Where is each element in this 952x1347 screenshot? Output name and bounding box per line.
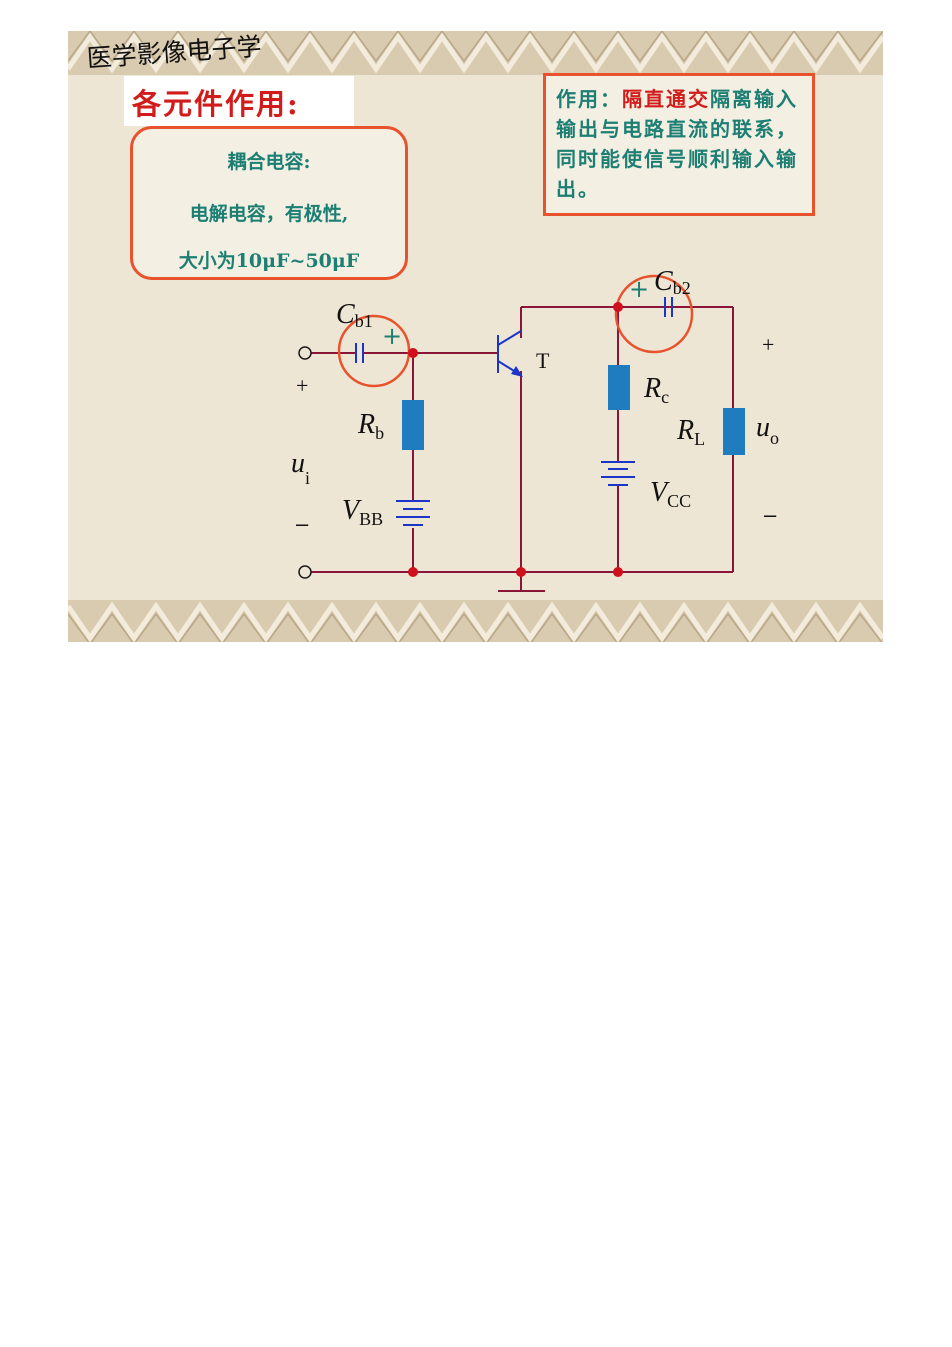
resistor-rl (723, 408, 745, 455)
label-ui: ui (291, 448, 310, 488)
coupling-capacitor-callout: 耦合电容: 电解电容，有极性, 大小为10μF~50μF (130, 126, 408, 280)
function-callout: 作用：隔直通交隔离输入输出与电路直流的联系，同时能使信号顺利输入输出。 (543, 73, 815, 216)
coupling-callout-line2: 大小为10μF~50μF (178, 250, 360, 272)
battery-vcc (601, 461, 635, 486)
label-transistor: T (536, 348, 550, 373)
label-rb: Rb (357, 409, 384, 443)
decorative-border-bottom (68, 600, 883, 642)
circuit-diagram: + + Cb1 Cb2 Rb Rc RL VBB VCC ui uo T + –… (291, 266, 779, 592)
transistor-t (497, 330, 523, 377)
function-callout-text: 作用：隔直通交隔离输入输出与电路直流的联系，同时能使信号顺利输入输出。 (556, 84, 806, 204)
battery-vbb (396, 500, 430, 526)
label-cb2: Cb2 (654, 266, 691, 298)
label-rl: RL (676, 415, 705, 449)
input-plus: + (296, 373, 308, 398)
function-rest: 隔离输入输出与电路直流的联系，同时能使信号顺利输入输出。 (556, 87, 798, 201)
label-vbb: VBB (342, 495, 383, 529)
input-minus: – (296, 511, 309, 536)
cap-plus-cb1: + (382, 322, 402, 350)
output-minus: – (764, 502, 777, 527)
label-uo: uo (756, 412, 779, 448)
resistor-rb (402, 400, 424, 450)
decorative-border-top (68, 31, 883, 75)
coupling-callout-title: 耦合电容: (227, 151, 311, 173)
slide: + + Cb1 Cb2 Rb Rc RL VBB VCC ui uo T + –… (68, 31, 883, 642)
heading-box: 各元件作用: (124, 76, 354, 126)
capacitor-cb1 (355, 343, 364, 363)
cap-plus-cb2: + (629, 275, 649, 303)
label-vcc: VCC (650, 477, 691, 511)
label-cb1: Cb1 (336, 299, 373, 331)
function-highlight: 隔直通交 (622, 87, 710, 111)
function-prefix: 作用： (556, 87, 622, 111)
label-rc: Rc (643, 373, 669, 407)
input-terminal-top (298, 346, 312, 360)
coupling-callout-line1: 电解电容，有极性, (189, 203, 349, 225)
highlight-circle-cb2 (614, 274, 694, 354)
page-heading: 各元件作用: (132, 87, 300, 121)
resistor-rc (608, 365, 630, 410)
capacitor-cb2 (664, 297, 673, 317)
output-plus: + (762, 332, 774, 357)
input-terminal-bottom (298, 565, 312, 579)
junction-nodes (408, 302, 623, 577)
